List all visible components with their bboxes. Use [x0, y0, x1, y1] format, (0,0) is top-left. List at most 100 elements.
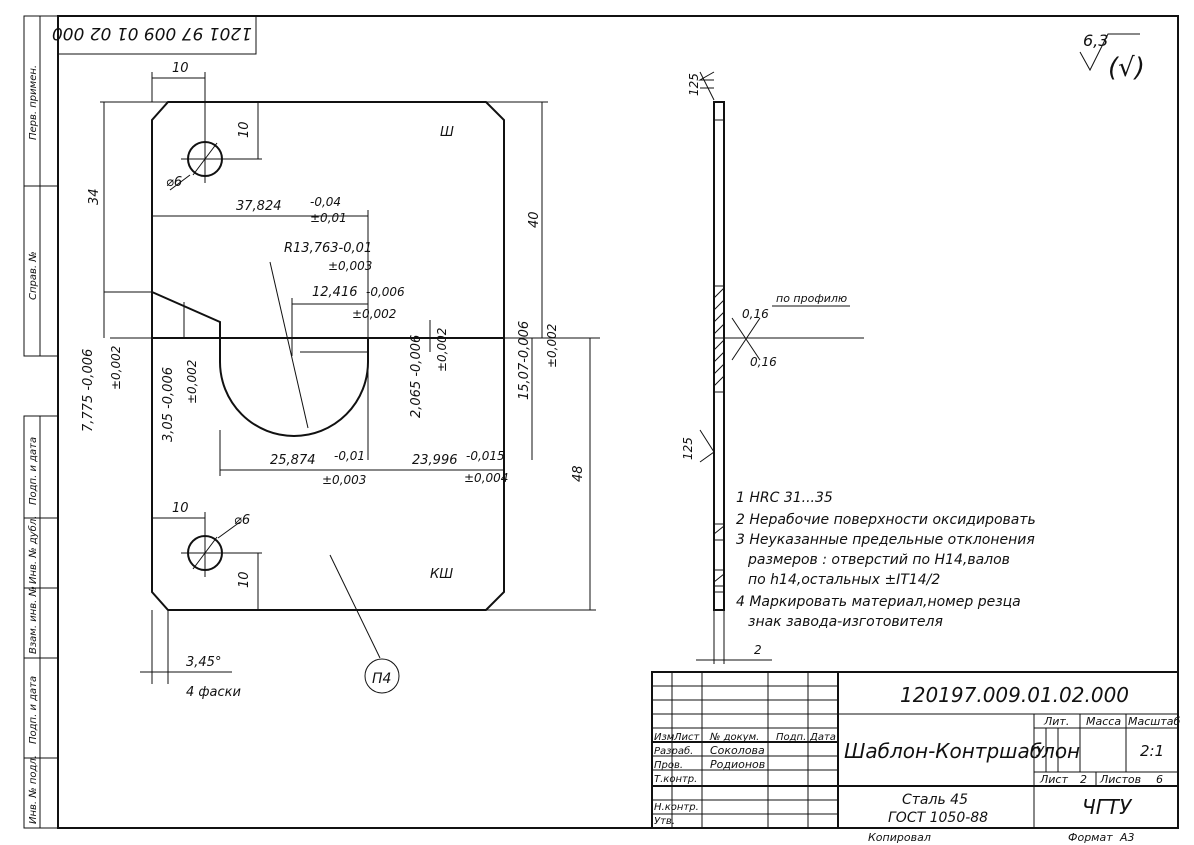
side-label-perv: Перв. примен.: [28, 65, 39, 140]
dim-2-065: 2,065 -0,006: [409, 335, 424, 418]
side-label-vzam: Взам. инв. №: [28, 586, 39, 654]
dim-23-996: 23,996: [412, 453, 458, 468]
side-label-inv-dubl: Инв. № дубл.: [27, 516, 39, 584]
tb-row-razrab: Разраб.: [654, 745, 693, 757]
side-labels: Перв. примен. Справ. № Подп. и дата Инв.…: [27, 65, 39, 824]
balloon-p4: П4: [364, 658, 400, 694]
tb-prov-name: Родионов: [710, 758, 765, 771]
note-4b: знак завода-изготовителя: [748, 614, 943, 630]
side-label-inv-podl: Инв. № подл.: [28, 755, 39, 824]
tb-sheets-value: 6: [1156, 773, 1163, 786]
tb-material-2: ГОСТ 1050-88: [888, 810, 988, 826]
note-4: 4 Маркировать материал,номер резца: [736, 594, 1021, 610]
dim-23-996-lo: ±0,004: [464, 471, 508, 485]
tb-col-list: Лист: [673, 732, 701, 743]
stamp-code-box: 1201 97 009 01 02 000: [52, 15, 257, 55]
side-r125-top: 125: [687, 73, 701, 96]
side-view: [696, 71, 864, 664]
side-label-podp1: Подп. и дата: [28, 437, 39, 505]
note-1: 1 HRC 31...35: [736, 490, 833, 506]
dim-37-824: 37,824: [236, 199, 282, 214]
tb-lit-value: У: [1036, 745, 1045, 760]
tb-scale-value: 2:1: [1140, 742, 1164, 760]
tb-col-date: Дата: [809, 732, 836, 743]
dim-10-right: 10: [237, 121, 252, 138]
tb-scale-label: Масштаб: [1128, 715, 1180, 728]
dim-37-824-up: -0,04: [310, 195, 341, 209]
dim-12-lo: ±0,002: [352, 307, 396, 321]
dim-7-775-tol: ±0,002: [109, 346, 123, 390]
tb-col-doc: № докум.: [709, 732, 759, 743]
dim-25-874-lo: ±0,003: [322, 473, 366, 487]
dim-15-07-tol: ±0,002: [545, 324, 559, 368]
tb-material-1: Сталь 45: [902, 792, 968, 808]
tb-row-nkontr: Н.контр.: [654, 802, 699, 813]
tb-row-prov: Пров.: [654, 760, 683, 771]
side-r125-bottom: 125: [681, 437, 695, 460]
tb-name: Шаблон-Контршаблон: [844, 739, 1080, 763]
note-3: 3 Неуказанные предельные отклонения: [736, 532, 1035, 548]
side-tol-b: 0,16: [750, 355, 777, 369]
side-hatching: [713, 287, 725, 583]
dim-12-up: -0,006: [366, 285, 405, 299]
dim-10-bottom: 10: [172, 501, 189, 516]
tech-notes: 1 HRC 31...35 2 Нерабочие поверхности ок…: [736, 490, 1036, 630]
tb-org: ЧГТУ: [1082, 795, 1133, 819]
dim-3-05-tol: ±0,002: [185, 360, 199, 404]
tb-row-tkontr: Т.контр.: [654, 774, 697, 785]
sheet-frame: [23, 15, 1179, 829]
dim-r13-tol: ±0,003: [328, 259, 372, 273]
tb-row-utv: Утв.: [654, 816, 675, 827]
mark-sh: Ш: [440, 125, 454, 140]
tb-sheets-label: Листов: [1099, 773, 1141, 786]
side-view-texts: 125 125 0,16 0,16 по профилю 2: [681, 73, 847, 657]
dim-23-996-up: -0,015: [466, 449, 505, 463]
dim-48: 48: [571, 465, 586, 482]
part-outline: [110, 101, 600, 611]
dimension-lines: [100, 72, 596, 684]
tb-razrab-name: Соколова: [710, 744, 765, 757]
tb-designation: 120197.009.01.02.000: [900, 683, 1129, 707]
tb-format-value: А3: [1119, 831, 1135, 844]
tb-sheet-value: 2: [1080, 773, 1087, 786]
dimension-texts: 10 10 ⌀6 34 40 37,824 -0,04 ±0,01 R13,76…: [81, 61, 586, 700]
balloon-label: П4: [372, 671, 391, 687]
dim-15-07: 15,07-0,006: [517, 321, 532, 400]
title-block: [651, 671, 1179, 829]
note-3b: размеров : отверстий по Н14,валов: [747, 552, 1010, 568]
tb-lit-label: Лит.: [1043, 715, 1069, 728]
dim-10-bottom-right: 10: [237, 571, 252, 588]
dim-25-874-up: -0,01: [334, 449, 365, 463]
side-label-sprav: Справ. №: [28, 251, 39, 300]
stamp-code: 1201 97 009 01 02 000: [52, 23, 252, 43]
dim-25-874: 25,874: [270, 453, 316, 468]
dim-chamfer-note: 4 фаски: [186, 685, 241, 700]
title-block-texts: 120197.009.01.02.000 Шаблон-Контршаблон …: [654, 683, 1180, 844]
dim-3-05: 3,05 -0,006: [161, 367, 176, 442]
dim-12-416: 12,416: [312, 285, 358, 300]
side-label-podp2: Подп. и дата: [28, 676, 39, 744]
dim-7-775: 7,775 -0,006: [81, 349, 96, 432]
tb-sheet-label: Лист: [1039, 773, 1068, 786]
tb-col-izm: Изм: [654, 732, 675, 743]
dim-34: 34: [87, 188, 102, 205]
mark-ksh: КШ: [430, 567, 453, 582]
side-thickness: 2: [754, 643, 762, 657]
tb-format-label: Формат: [1068, 831, 1113, 844]
note-3c: по h14,остальных ±IT14/2: [748, 572, 940, 588]
note-2: 2 Нерабочие поверхности оксидировать: [736, 512, 1036, 528]
dim-d6-top: ⌀6: [166, 175, 182, 190]
tb-massa-label: Масса: [1086, 715, 1121, 728]
roughness-symbol: 6,3 (√): [1079, 31, 1145, 83]
dim-r13: R13,763-0,01: [284, 241, 372, 256]
dim-37-824-lo: ±0,01: [310, 211, 347, 225]
side-profile-label: по профилю: [776, 292, 847, 305]
dim-2-065-tol: ±0,002: [435, 328, 449, 372]
side-tol-a: 0,16: [742, 307, 769, 321]
dim-chamfer: 3,45°: [186, 655, 221, 670]
dim-d6-bottom: ⌀6: [234, 513, 250, 528]
dim-10-top: 10: [172, 61, 189, 76]
roughness-tail: (√): [1108, 53, 1145, 83]
tb-kopiroval: Копировал: [868, 831, 931, 844]
